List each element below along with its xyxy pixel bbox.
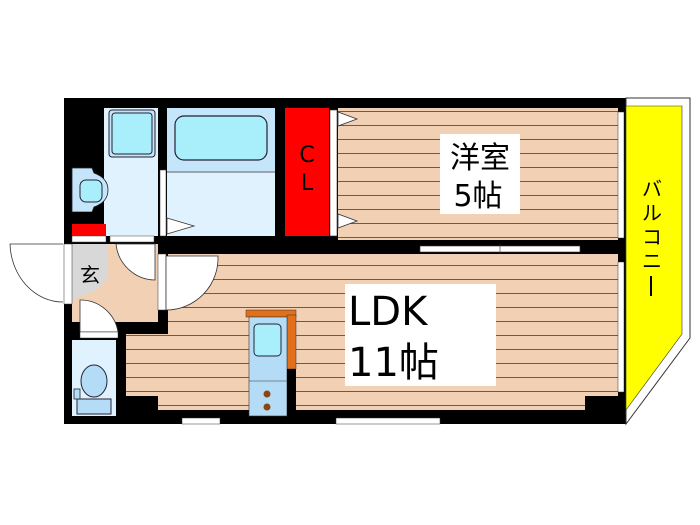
balcony-window-lower[interactable] <box>617 261 625 393</box>
ldk-size: 11帖 <box>348 340 439 386</box>
shoe-box <box>72 224 106 236</box>
stove-burner-icon <box>263 403 271 411</box>
door-swing-icon <box>166 217 196 235</box>
bathtub-icon <box>174 115 268 161</box>
closet-label-c: C <box>299 143 314 168</box>
balcony <box>625 105 683 411</box>
western-room-size: 5帖 <box>453 179 502 214</box>
door-swing-icon <box>165 255 219 311</box>
window <box>335 417 441 425</box>
svg-text:ニ: ニ <box>642 249 662 273</box>
ldk-name: LDK <box>348 289 429 335</box>
front-door-swing-icon <box>9 243 64 303</box>
kitchen-counter-side <box>286 314 297 370</box>
pillar <box>585 396 625 422</box>
entrance-label: 玄 <box>80 263 100 287</box>
balcony-label: バ ル コ ニ <box>642 177 662 296</box>
pillar-left <box>126 396 158 422</box>
window <box>181 417 221 425</box>
ldk-lower-strip <box>158 396 586 410</box>
toilet-icon <box>80 364 108 398</box>
balcony-window-upper[interactable] <box>617 111 625 239</box>
svg-text:コ: コ <box>642 225 662 249</box>
closet-label-l: L <box>301 171 314 196</box>
svg-text:バ: バ <box>642 177 662 201</box>
western-room-name: 洋室 <box>450 141 510 176</box>
entrance-floor <box>72 244 108 300</box>
door-swing-icon <box>337 213 359 229</box>
door-swing-icon <box>337 111 359 127</box>
stove-burner-icon <box>263 390 271 398</box>
sink-icon <box>253 323 282 357</box>
svg-text:ル: ル <box>642 201 662 225</box>
closet <box>285 108 329 236</box>
ldk-floor-ext <box>126 334 186 396</box>
door-swing-icon <box>115 243 156 281</box>
